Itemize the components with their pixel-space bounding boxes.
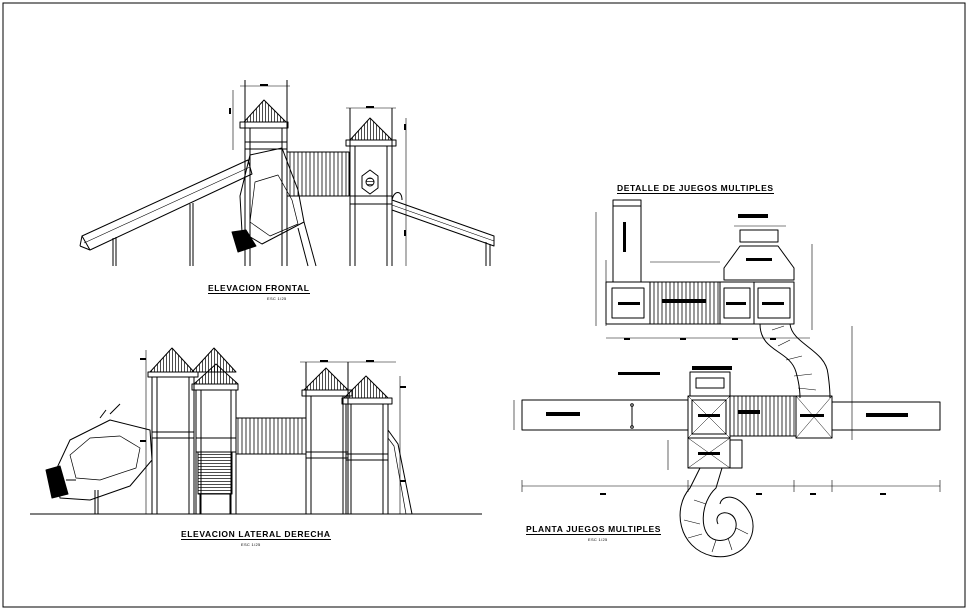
plan-title: PLANTA JUEGOS MULTIPLES	[526, 524, 662, 535]
bridge	[286, 151, 350, 197]
side-elevation-scale: ESC 1/25	[241, 542, 261, 547]
front-elevation-title: ELEVACION FRONTAL	[208, 283, 310, 294]
curved-slide	[759, 323, 801, 399]
detail-title: DETALLE DE JUEGOS MULTIPLES	[617, 183, 774, 194]
spiral-slide	[679, 467, 754, 558]
side-elevation-title: ELEVACION LATERAL DERECHA	[181, 529, 331, 540]
front-elevation	[79, 80, 495, 267]
steering-wheel	[361, 169, 379, 195]
left-slide	[81, 159, 253, 251]
front-elevation-scale: ESC 1/25	[267, 296, 287, 301]
plan-view	[513, 326, 941, 558]
side-elevation	[30, 347, 482, 515]
ladder	[197, 451, 233, 495]
right-slide	[391, 199, 495, 247]
tube-slide	[239, 147, 305, 245]
right-tower-roof	[349, 117, 393, 141]
plan-scale: ESC 1/25	[588, 537, 608, 542]
detail-view	[595, 199, 831, 399]
side-bridge	[235, 417, 307, 455]
left-tower-roof	[243, 99, 287, 123]
